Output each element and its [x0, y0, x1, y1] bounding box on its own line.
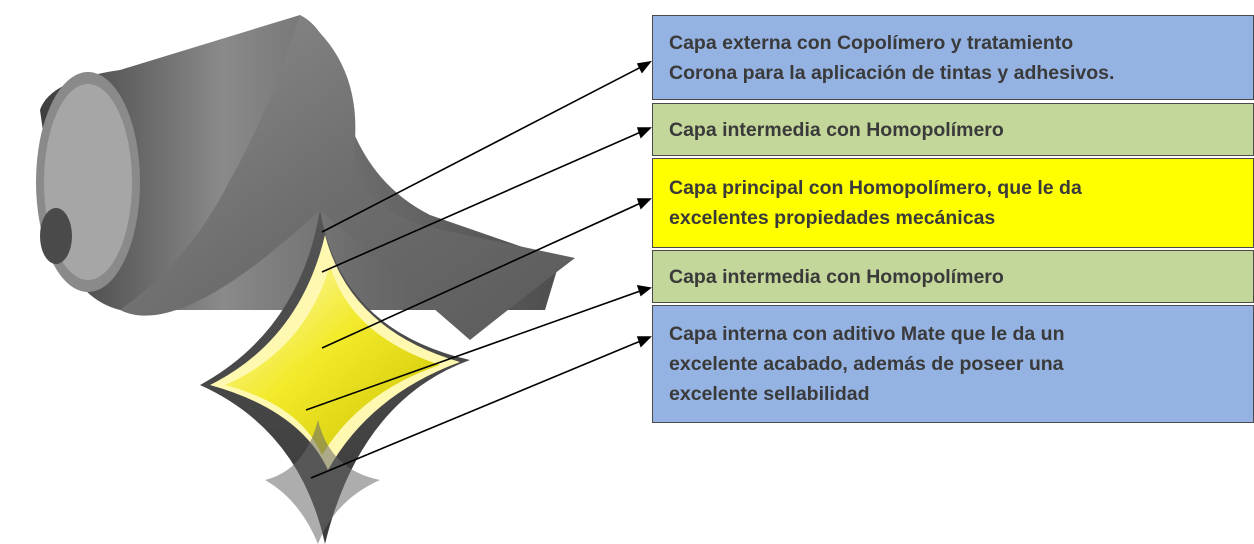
layer-label-text: Capa interna con aditivo Mate que le da …: [669, 323, 1065, 345]
layer-label-outer: Capa externa con Copolímero y tratamient…: [652, 15, 1254, 100]
film-sheet: [120, 15, 575, 340]
layer-label-main: Capa principal con Homopolímero, que le …: [652, 158, 1254, 248]
layer-label-text: excelente acabado, además de poseer una: [669, 353, 1064, 375]
layer-inner-gray: [265, 420, 380, 544]
layer-label-intermediate-2: Capa intermedia con Homopolímero: [652, 250, 1254, 303]
pointer-arrows: [305, 60, 652, 479]
layer-label-text: Capa externa con Copolímero y tratamient…: [669, 31, 1074, 54]
layer-label-inner: Capa interna con aditivo Mate que le da …: [652, 305, 1254, 423]
layer-label-intermediate-1: Capa intermedia con Homopolímero: [652, 103, 1254, 156]
layer-label-text: Capa principal con Homopolímero, que le …: [669, 177, 1082, 199]
layer-label-text: excelentes propiedades mecánicas: [669, 207, 996, 229]
layer-label-text: Corona para la aplicación de tintas y ad…: [669, 61, 1115, 84]
roll-core-hole: [40, 208, 72, 264]
layer-yellow-main: [225, 265, 440, 455]
layer-label-text: Capa intermedia con Homopolímero: [669, 265, 1004, 288]
layer-label-text: excelente sellabilidad: [669, 383, 870, 405]
layer-label-text: Capa intermedia con Homopolímero: [669, 118, 1004, 141]
